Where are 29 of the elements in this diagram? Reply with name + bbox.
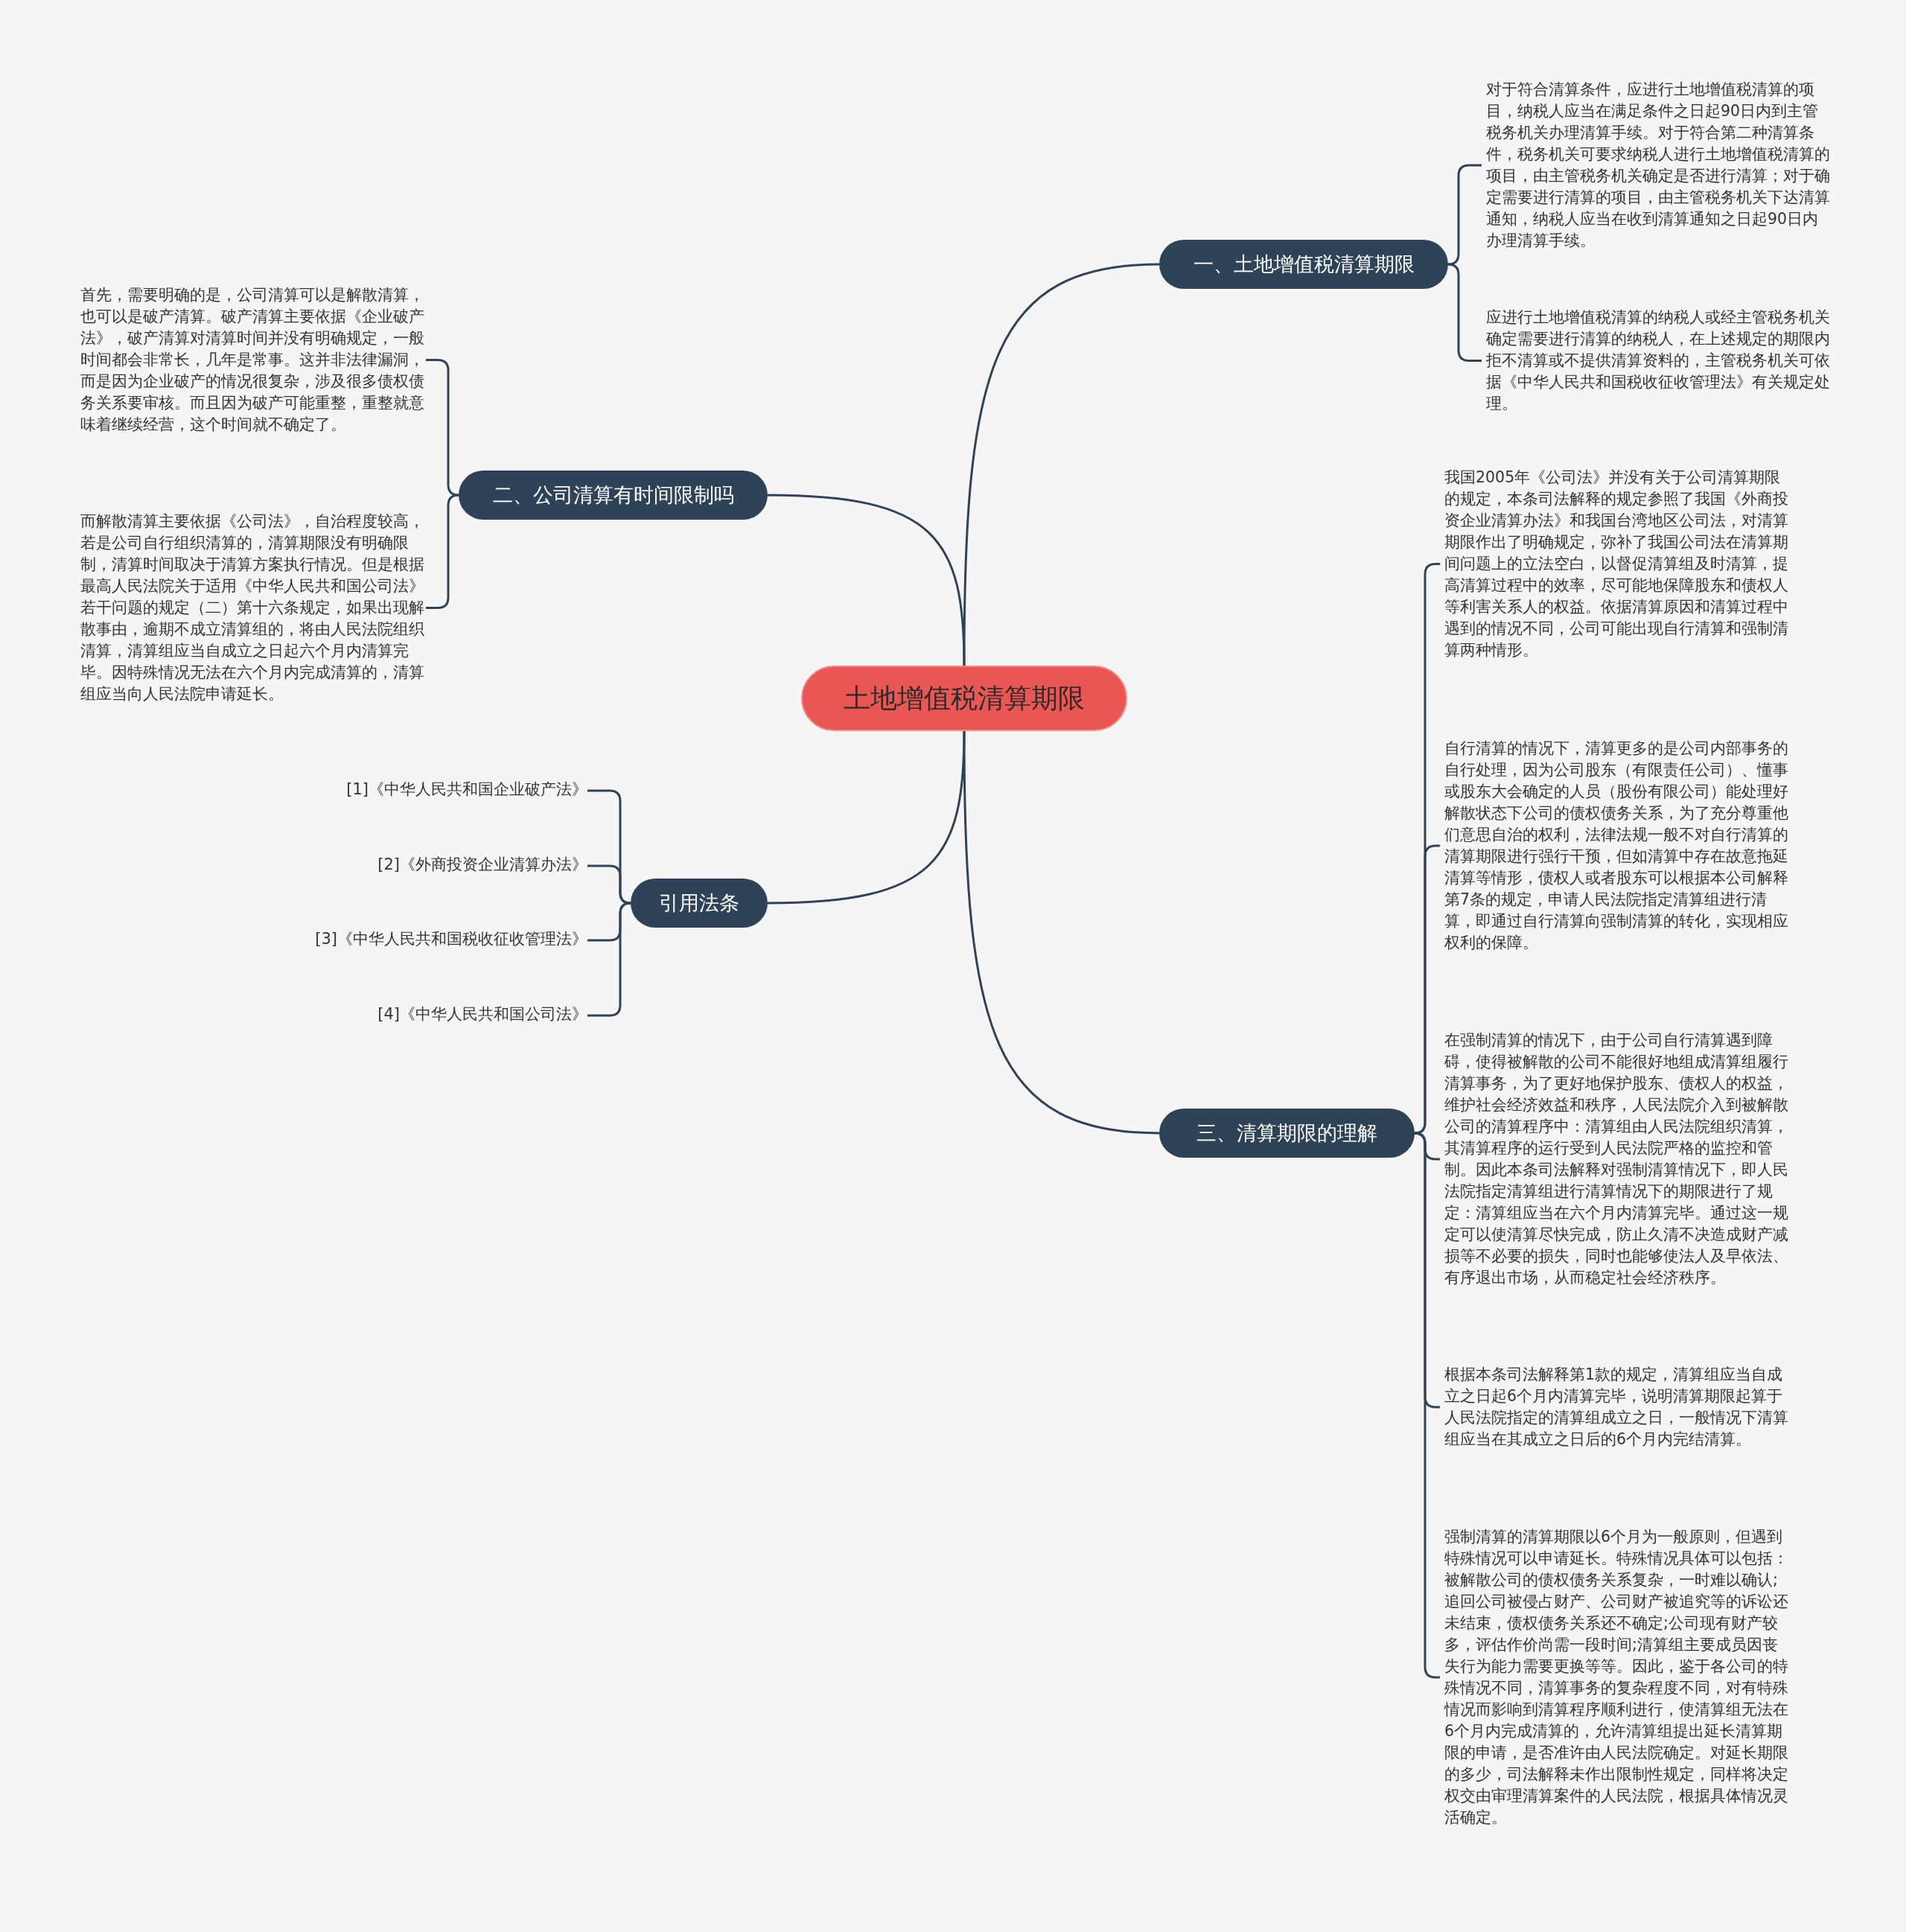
connector-line — [1413, 1132, 1440, 1679]
note-text: 在强制清算的情况下，由于公司自行清算遇到障碍，使得被解散的公司不能很好地组成清算组履行清算事务，为了更好地保护股东、债权人的权益，维护社会经济效益和秩序，人民法院介入到被解散公司的清算程序中：清算组由人民法院组织清算，其清算程序的运行受到人民法院严格的监控和管制。因此本条司法解释对强制清算情况下，即人民法院指定清算组进行清算情况下的期限进行了规定：清算组应当在六个月内清算完毕。通过这一规定可以使清算尽快完成，防止久清不决造成财产减损等不必要的损失，同时也能够使法人及早依法、有序退出市场，从而稳定社会经济秩序。 — [1440, 1030, 1790, 1289]
connector-line — [767, 730, 966, 905]
note-text: 首先，需要明确的是，公司清算可以是解散清算，也可以是破产清算。破产清算主要依据《企业破产法》，破产清算对清算时间并没有明确规定，一般时间都会非常长，几年是常事。这并非法律漏洞，而是因为企业破产的情况很复杂，涉及很多债权债务关系要审核。而且因为破产可能重整，重整就意味着继续经营，这个时间就不确定了。 — [76, 284, 426, 436]
note-text: 对于符合清算条件，应进行土地增值税清算的项目，纳税人应当在满足条件之日起90日内到主管税务机关办理清算手续。对于符合第二种清算条件，税务机关可要求纳税人进行土地增值税清算的项目，由主管税务机关确定是否进行清算；对于确定需要进行清算的项目，由主管税务机关下达清算通知，纳税人应当在收到清算通知之日起90日内办理清算手续。 — [1482, 79, 1832, 252]
connector-line — [963, 731, 1160, 1135]
reference-text: [2]《外商投资企业清算办法》 — [290, 854, 587, 878]
connector-line — [767, 494, 966, 666]
topic-box: 二、公司清算有时间限制吗 — [459, 471, 768, 520]
note-text: 而解散清算主要依据《公司法》，自治程度较高，若是公司自行组织清算的，清算期限没有明确限制，清算时间取决于清算方案执行情况。但是根据最高人民法院关于适用《中华人民共和国公司法》若干问题的规定（二）第十六条规定，如果出现解散事由，逾期不成立清算组的，将由人民法院组织清算，清算组应当自成立之日起六个月内清算完毕。因特殊情况无法在六个月内完成清算的，清算组应当向人民法院申请延长。 — [76, 511, 426, 705]
connector-line — [1413, 844, 1440, 1135]
connector-line — [1447, 164, 1482, 266]
reference-text: [3]《中华人民共和国税收征收管理法》 — [290, 928, 587, 952]
reference-text: [4]《中华人民共和国公司法》 — [290, 1004, 587, 1027]
topic-box: 引用法条 — [631, 879, 768, 928]
connector-line — [587, 902, 632, 1017]
connector-line — [426, 359, 460, 497]
note-text: 我国2005年《公司法》并没有关于公司清算期限的规定，本条司法解释的规定参照了我国《外商投资企业清算办法》和我国台湾地区公司法，对清算期限作出了明确规定，弥补了我国公司法在清算期间问题上的立法空白，以督促清算组及时清算，提高清算过程中的效率，尽可能地保障股东和债权人等利害关系人的权益。依据清算原因和清算过程中遇到的情况不同，公司可能出现自行清算和强制清算两种情形。 — [1440, 467, 1790, 661]
note-text: 强制清算的清算期限以6个月为一般原则，但遇到特殊情况可以申请延长。特殊情况具体可以包括：被解散公司的债权债务关系复杂，一时难以确认;追回公司被侵占财产、公司财产被追究等的诉讼还未结束，债权债务关系还不确定;公司现有财产较多，评估作价尚需一段时间;清算组主要成员因丧失行为能力需要更换等等。因此，鉴于各公司的特殊情况不同，清算事务的复杂程度不同，对有特殊情况而影响到清算程序顺利进行，使清算组无法在6个月内完成清算的，允许清算组提出延长清算期限的申请，是否准许由人民法院确定。对延长期限的多少，司法解释未作出限制性规定，同样将决定权交由审理清算案件的人民法院，根据具体情况灵活确定。 — [1440, 1526, 1790, 1829]
connector-line — [587, 864, 632, 905]
note-text: 自行清算的情况下，清算更多的是公司内部事务的自行处理，因为公司股东（有限责任公司）、懂事或股东大会确定的人员（股份有限公司）能处理好解散状态下公司的债权债务关系，为了充分尊重他们意思自治的权利，法律法规一般不对自行清算的清算期限进行强行干预，但如清算中存在故意拖延清算等情形，债权人或者股东可以根据本公司解释第7条的规定，申请人民法院指定清算组进行清算，即通过自行清算向强制清算的转化，实现相应权利的保障。 — [1440, 738, 1790, 954]
central-topic: 土地增值税清算期限 — [801, 666, 1127, 731]
topic-box: 三、清算期限的理解 — [1159, 1109, 1415, 1158]
reference-text: [1]《中华人民共和国企业破产法》 — [290, 779, 587, 803]
connector-line — [426, 494, 460, 609]
note-text: 根据本条司法解释第1款的规定，清算组应当自成立之日起6个月内清算完毕，说明清算期限起算于人民法院指定的清算组成立之日，一般情况下清算组应当在其成立之日后的6个月内完结清算。 — [1440, 1364, 1790, 1450]
connector-line — [1447, 263, 1482, 362]
note-text: 应进行土地增值税清算的纳税人或经主管税务机关确定需要进行清算的纳税人，在上述规定的期限内拒不清算或不提供清算资料的，主管税务机关可依据《中华人民共和国税收征收管理法》有关规定处理。 — [1482, 307, 1832, 415]
topic-box: 一、土地增值税清算期限 — [1159, 240, 1448, 289]
